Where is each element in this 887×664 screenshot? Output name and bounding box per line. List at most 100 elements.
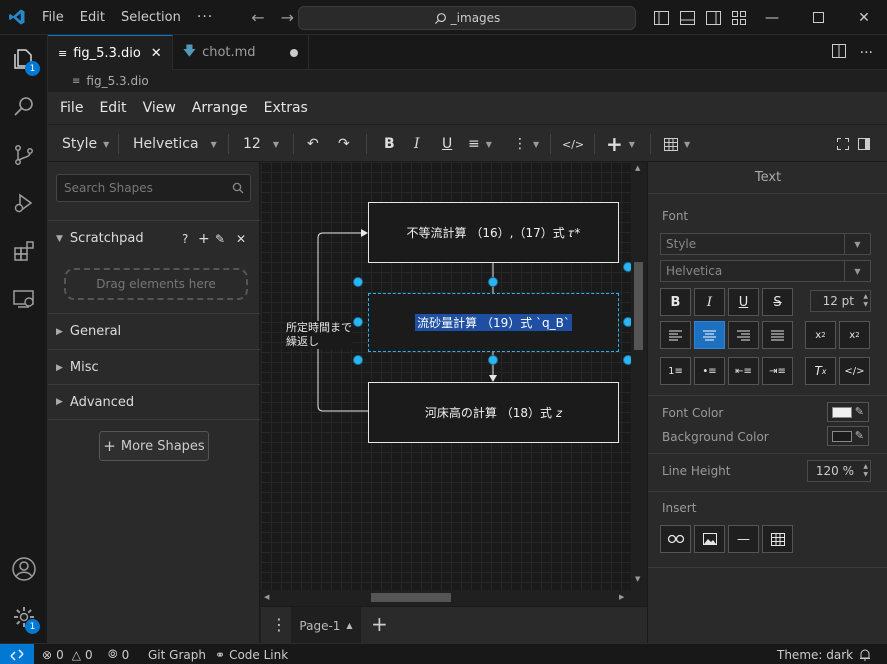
drawio-menu-arrange[interactable]: Arrange [191,100,248,116]
bullet-list-button[interactable]: •≡ [694,357,725,385]
insert-table-button[interactable] [762,525,793,553]
spinner-arrows-icon[interactable]: ▲▼ [863,293,868,308]
menu-selection[interactable]: Selection [120,9,181,25]
font-size-dropdown[interactable]: 12▼ [243,125,279,163]
scratchpad-section[interactable]: ▼ Scratchpad ? + ✎ ✕ [48,220,260,256]
toggle-secondary-sidebar-icon[interactable] [700,10,726,25]
process-box-bed-elevation[interactable]: 河床高の計算 （18）式 𝑧 [368,382,619,443]
problems-indicator[interactable]: ⊗ 0 △ 0 [42,644,93,664]
close-tab-icon[interactable]: ✕ [150,45,162,61]
split-editor-icon[interactable] [831,43,846,62]
drawio-menu-file[interactable]: File [60,100,84,116]
insert-image-button[interactable] [694,525,725,553]
shape-section-misc[interactable]: ▶ Misc [48,349,260,385]
close-window-icon[interactable]: ✕ [858,9,870,26]
minimize-icon[interactable]: — [765,9,779,26]
notifications-bell-icon[interactable] [859,644,871,664]
unsaved-dot-icon[interactable] [289,48,298,57]
strikethrough-button[interactable]: S [762,288,793,316]
underline-button[interactable]: U [728,288,759,316]
insert-plus-icon[interactable]: +▼ [606,132,635,156]
insert-horizontal-rule-button[interactable]: — [728,525,759,553]
maximize-icon[interactable] [795,0,841,35]
eyedropper-icon[interactable]: ✎ [854,405,864,418]
scroll-left-icon[interactable]: ◀ [264,593,270,601]
resize-handle-nw[interactable] [353,277,363,287]
vertical-scroll-thumb[interactable] [634,262,643,350]
chevron-up-icon[interactable]: ▲ [346,621,353,630]
redo-icon[interactable]: ↷ [338,136,350,152]
vertical-more-icon[interactable]: ⋮▼ [513,136,540,152]
drawio-menu-view[interactable]: View [142,100,176,116]
toggle-panel-icon[interactable] [674,10,700,25]
breadcrumb-file[interactable]: fig_5.3.dio [86,74,149,88]
format-tab-text[interactable]: Text [648,162,887,194]
add-page-icon[interactable]: + [371,612,388,636]
more-actions-icon[interactable]: ··· [859,44,873,61]
help-icon[interactable]: ? [182,231,189,246]
resize-handle-sw[interactable] [353,355,363,365]
indent-button[interactable]: ⇥≡ [762,357,793,385]
scroll-up-icon[interactable]: ▲ [635,164,641,172]
add-icon[interactable]: + [198,230,210,247]
manage-gear-icon[interactable]: 1 [0,593,48,641]
resize-handle-se[interactable] [623,355,631,365]
align-left-button[interactable] [660,321,691,349]
scratchpad-drop-area[interactable]: Drag elements here [64,268,248,300]
align-center-button[interactable] [694,321,725,349]
scroll-down-icon[interactable]: ▼ [635,575,641,583]
search-shapes-input[interactable]: Search Shapes [56,174,251,202]
align-dropdown-icon[interactable]: ≡▼ [468,136,492,152]
extensions-icon[interactable] [0,227,48,275]
tab-chot-md[interactable]: 🡇 chot.md [173,35,309,70]
html-code-button[interactable]: </> [839,357,870,385]
shape-section-advanced[interactable]: ▶ Advanced [48,384,260,420]
html-code-icon[interactable]: </> [562,137,585,151]
align-right-button[interactable] [728,321,759,349]
breadcrumb[interactable]: ≡ fig_5.3.dio [48,70,887,92]
resize-handle-s[interactable] [488,355,498,365]
resize-handle-w[interactable] [353,317,363,327]
drawio-menu-extras[interactable]: Extras [263,100,308,116]
code-link-button[interactable]: ⚭ Code Link [215,644,288,664]
accounts-icon[interactable] [0,545,48,593]
line-height-input[interactable]: 120 % ▲▼ [807,460,871,482]
bold-icon[interactable]: B [384,136,395,152]
loop-edge-label[interactable]: 所定時間まで 繰返し [286,321,352,349]
numbered-list-button[interactable]: 1≡ [660,357,691,385]
back-arrow-icon[interactable]: ← [251,7,265,27]
pages-menu-icon[interactable]: ⋮ [271,615,287,634]
close-icon[interactable]: ✕ [236,231,247,246]
page-tab[interactable]: Page-1 ▲ [291,607,361,644]
theme-indicator[interactable]: Theme: dark [777,644,853,664]
command-center-search[interactable]: _images [298,6,636,30]
resize-handle-ne[interactable] [623,262,631,272]
outdent-button[interactable]: ⇤≡ [728,357,759,385]
drawio-menu-edit[interactable]: Edit [99,100,127,116]
edit-pencil-icon[interactable]: ✎ [215,231,226,246]
table-icon[interactable]: ▼ [664,125,690,163]
resize-handle-n[interactable] [488,277,498,287]
italic-icon[interactable]: I [414,136,420,152]
customize-layout-icon[interactable] [726,10,752,25]
search-view-icon[interactable] [0,83,48,131]
process-box-sediment-transport[interactable]: 流砂量計算 （19）式 `q_B` [368,293,619,352]
canvas-vertical-scrollbar[interactable]: ▲ ▼ [631,162,646,606]
menu-edit[interactable]: Edit [79,9,105,25]
horizontal-scroll-thumb[interactable] [371,593,451,602]
tab-fig-5-3-dio[interactable]: ≡ fig_5.3.dio ✕ [48,35,173,70]
menu-file[interactable]: File [42,9,64,25]
italic-button[interactable]: I [694,288,725,316]
remote-explorer-icon[interactable] [0,275,48,323]
diagram-canvas[interactable]: 不等流計算 （16）,（17）式 𝜏* 流砂量計算 （19）式 `q_B` 河床… [261,162,631,606]
forward-arrow-icon[interactable]: → [280,7,295,27]
font-color-swatch[interactable]: ✎ [827,402,869,422]
process-box-nonuniform-flow[interactable]: 不等流計算 （16）,（17）式 𝜏* [368,202,619,263]
eyedropper-icon[interactable]: ✎ [854,429,864,442]
ports-indicator[interactable]: ⦾ 0 [108,644,129,664]
remote-indicator-icon[interactable] [0,644,34,664]
git-graph-button[interactable]: Git Graph [148,644,206,664]
font-family-select[interactable]: Helvetica ▼ [660,260,871,282]
